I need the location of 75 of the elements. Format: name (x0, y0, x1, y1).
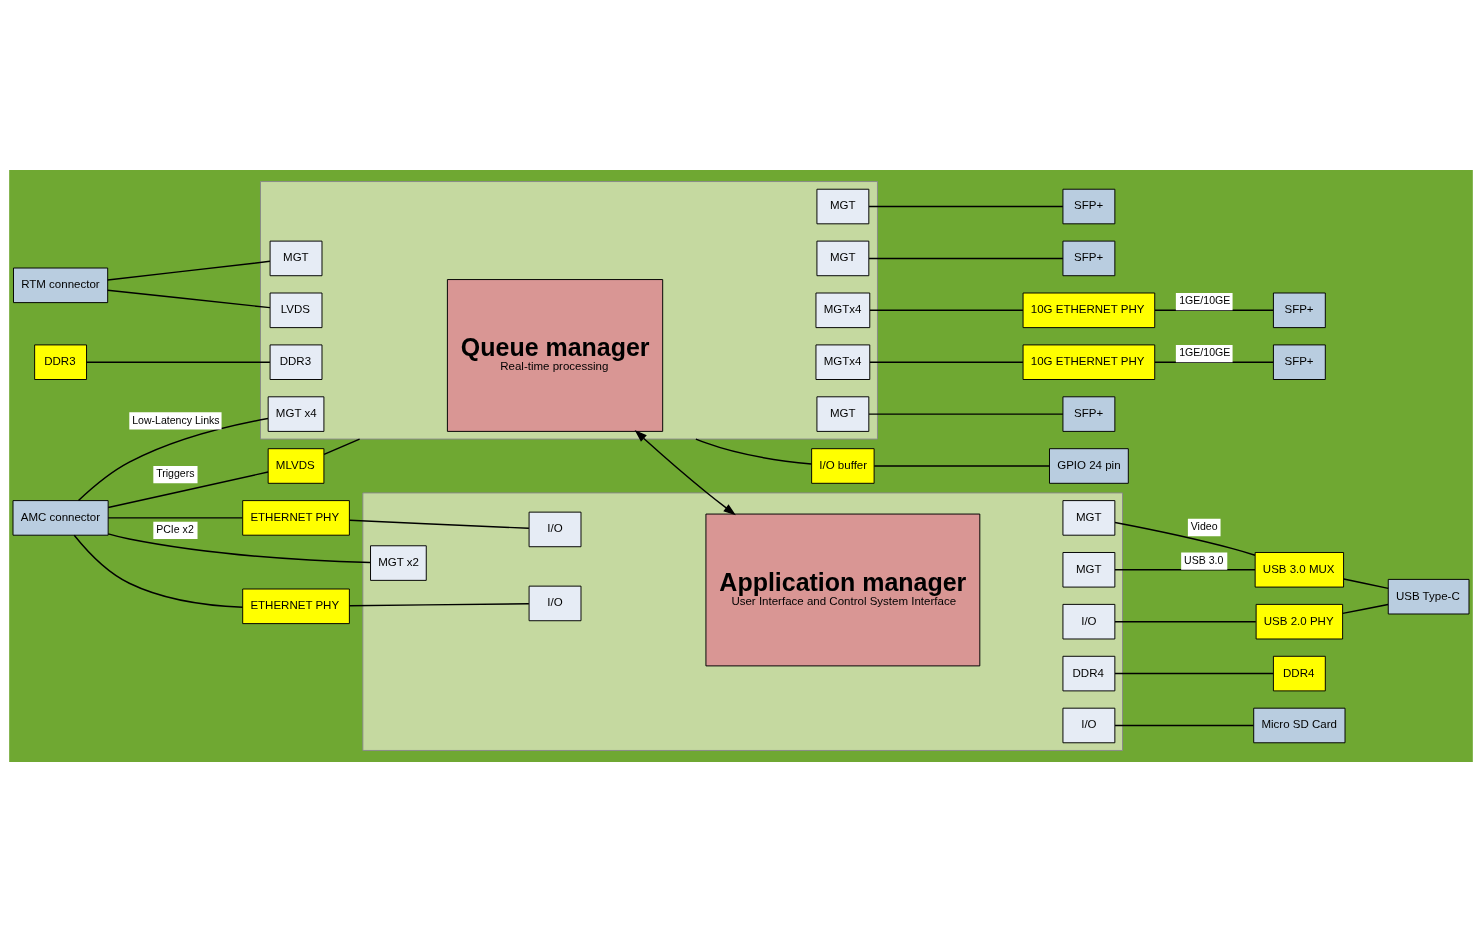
connector (106, 260, 271, 281)
node-box: RTM connector (13, 267, 109, 304)
connector (1154, 361, 1274, 363)
connector (1114, 521, 1256, 556)
node-box: Queue manager Real-time processing (446, 279, 664, 432)
node-box: DDR4 (1272, 655, 1326, 692)
edge-label: 1GE/10GE (1179, 294, 1231, 307)
node-box: MGTx4 (815, 292, 871, 329)
node-box: DDR4 (1062, 655, 1116, 692)
node-box: I/O (528, 585, 582, 622)
connector (107, 471, 269, 509)
node-box: 10G ETHERNET PHY (1022, 292, 1156, 329)
node-box: MGT x4 (267, 396, 325, 432)
connector (85, 361, 271, 363)
connector (1114, 620, 1257, 623)
node-box: MLVDS (267, 448, 325, 484)
node-box: LVDS (269, 292, 323, 329)
node-box: ETHERNET PHY (242, 500, 350, 536)
connector (873, 465, 1051, 467)
connector (77, 417, 269, 502)
connector (348, 603, 530, 607)
node-box: MGT (1062, 552, 1116, 588)
node-box: Micro SD Card (1253, 707, 1346, 744)
connector (1154, 309, 1274, 312)
arrow (634, 430, 736, 516)
node-box: DDR3 (269, 344, 323, 380)
node-box: I/O buffer (811, 448, 875, 484)
connector (1342, 603, 1389, 615)
node-box: USB 3.0 MUX (1254, 552, 1345, 588)
node-box: MGTx4 (815, 344, 871, 380)
node-box: MGT (816, 240, 870, 277)
connector (695, 438, 813, 465)
node-box: I/O (528, 511, 582, 548)
node-box: MGT (269, 240, 323, 277)
connector (323, 438, 361, 456)
node-box: MGT (1062, 500, 1116, 536)
node-box: SFP+ (1062, 240, 1116, 277)
edge-label: Video (1190, 520, 1218, 533)
connector (1114, 569, 1256, 571)
connector (869, 309, 1024, 312)
node-box: I/O (1062, 707, 1116, 744)
node-box: Application manager User Interface and Control System Interface (705, 513, 981, 667)
connector (73, 534, 244, 608)
node-box: MGT (816, 188, 870, 225)
node-box: SFP+ (1062, 396, 1116, 432)
edge-label: USB 3.0 (1184, 553, 1224, 566)
edge-label: Triggers (156, 467, 195, 480)
edge-label: Low-Latency Links (132, 413, 220, 426)
node-box: USB 2.0 PHY (1255, 603, 1344, 640)
connector (1114, 724, 1255, 727)
node-box: 10G ETHERNET PHY (1022, 344, 1156, 380)
node-box: AMC connector (12, 500, 109, 536)
connector (868, 257, 1064, 260)
connector (107, 533, 371, 564)
connector (1114, 672, 1274, 675)
edge-label: 1GE/10GE (1179, 346, 1231, 359)
edge-label: PCIe x2 (156, 523, 194, 536)
node-box: USB Type-C (1387, 578, 1470, 615)
node-box: SFP+ (1272, 292, 1326, 329)
connector (1343, 578, 1389, 590)
node-box: I/O (1062, 603, 1116, 640)
connector (107, 517, 244, 519)
node-box: MGT (816, 396, 870, 432)
node-box: SFP+ (1062, 188, 1116, 225)
connector (869, 361, 1024, 363)
node-box: MGT x2 (370, 545, 427, 581)
connector (868, 413, 1064, 415)
node-box: ETHERNET PHY (242, 588, 350, 625)
connector (106, 289, 271, 309)
connector (348, 519, 530, 529)
node-box: DDR3 (34, 344, 87, 380)
node-box: GPIO 24 pin (1049, 448, 1129, 484)
node-box: SFP+ (1272, 344, 1326, 380)
cluster (362, 492, 1123, 751)
connector (868, 205, 1064, 208)
